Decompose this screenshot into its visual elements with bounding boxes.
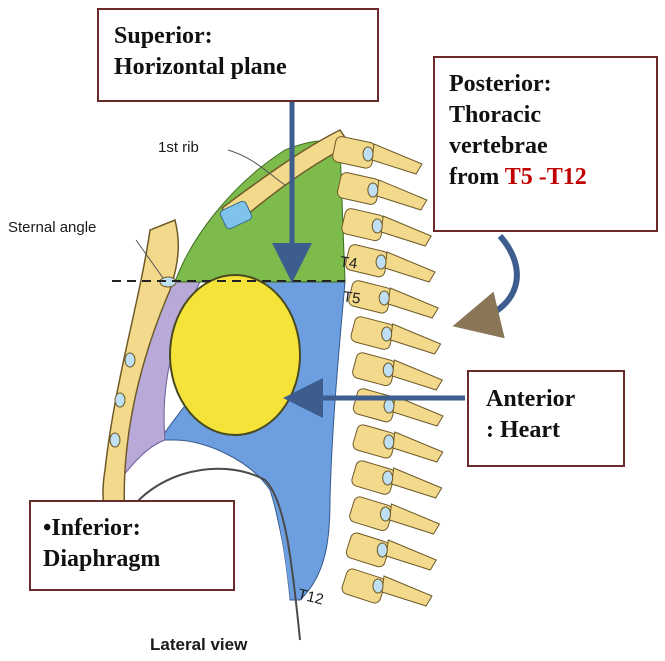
intervertebral-foramen — [368, 183, 378, 197]
spinous-process — [393, 432, 443, 462]
spinous-process — [385, 252, 435, 282]
intervertebral-foramen — [379, 291, 389, 305]
cartilage-3 — [115, 393, 125, 407]
intervertebral-foramen — [373, 579, 383, 593]
intervertebral-foramen — [384, 399, 394, 413]
intervertebral-foramen — [380, 507, 390, 521]
spinous-process — [381, 216, 431, 246]
spinous-process — [392, 360, 442, 390]
spinous-process — [386, 540, 436, 570]
cartilage-4 — [110, 433, 120, 447]
spinous-process — [372, 144, 422, 174]
posterior-arrow — [470, 236, 517, 322]
spinous-process — [392, 468, 442, 498]
first-rib-label: 1st rib — [158, 139, 199, 156]
intervertebral-foramen — [363, 147, 373, 161]
spinous-process — [391, 324, 441, 354]
intervertebral-foramen — [377, 543, 387, 557]
anterior-title: Anterior — [486, 384, 623, 415]
vertebral-column — [332, 135, 443, 606]
posterior-line-2: Thoracic — [449, 100, 656, 131]
spinous-process — [382, 576, 432, 606]
spinous-process — [388, 288, 438, 318]
spinous-process — [377, 180, 427, 210]
posterior-line-4: from T5 -T12 — [449, 162, 656, 193]
intervertebral-foramen — [384, 435, 394, 449]
posterior-line-3: vertebrae — [449, 131, 656, 162]
superior-callout: Superior: Horizontal plane — [97, 8, 379, 102]
heart-shape — [170, 275, 300, 435]
intervertebral-foramen — [383, 363, 393, 377]
superior-detail: Horizontal plane — [114, 52, 377, 83]
sternal-angle-label: Sternal angle — [8, 219, 96, 236]
intervertebral-foramen — [383, 471, 393, 485]
cartilage-2 — [125, 353, 135, 367]
intervertebral-foramen — [372, 219, 382, 233]
posterior-from-text: from — [449, 164, 505, 190]
superior-title: Superior: — [114, 21, 377, 52]
inferior-title: •Inferior: — [43, 513, 233, 544]
posterior-callout: Posterior: Thoracic vertebrae from T5 -T… — [433, 56, 658, 232]
intervertebral-foramen — [382, 327, 392, 341]
intervertebral-foramen — [376, 255, 386, 269]
t12-label: T12 — [296, 586, 325, 609]
spinous-process — [389, 504, 439, 534]
anterior-detail: : Heart — [486, 415, 623, 446]
anterior-callout: Anterior : Heart — [467, 370, 625, 467]
view-caption: Lateral view — [150, 635, 248, 654]
t4-label: T4 — [339, 253, 359, 272]
inferior-callout: •Inferior: Diaphragm — [29, 500, 235, 591]
posterior-title: Posterior: — [449, 69, 656, 100]
posterior-range-highlight: T5 -T12 — [505, 164, 587, 190]
t5-label: T5 — [342, 288, 362, 307]
inferior-detail: Diaphragm — [43, 544, 233, 575]
